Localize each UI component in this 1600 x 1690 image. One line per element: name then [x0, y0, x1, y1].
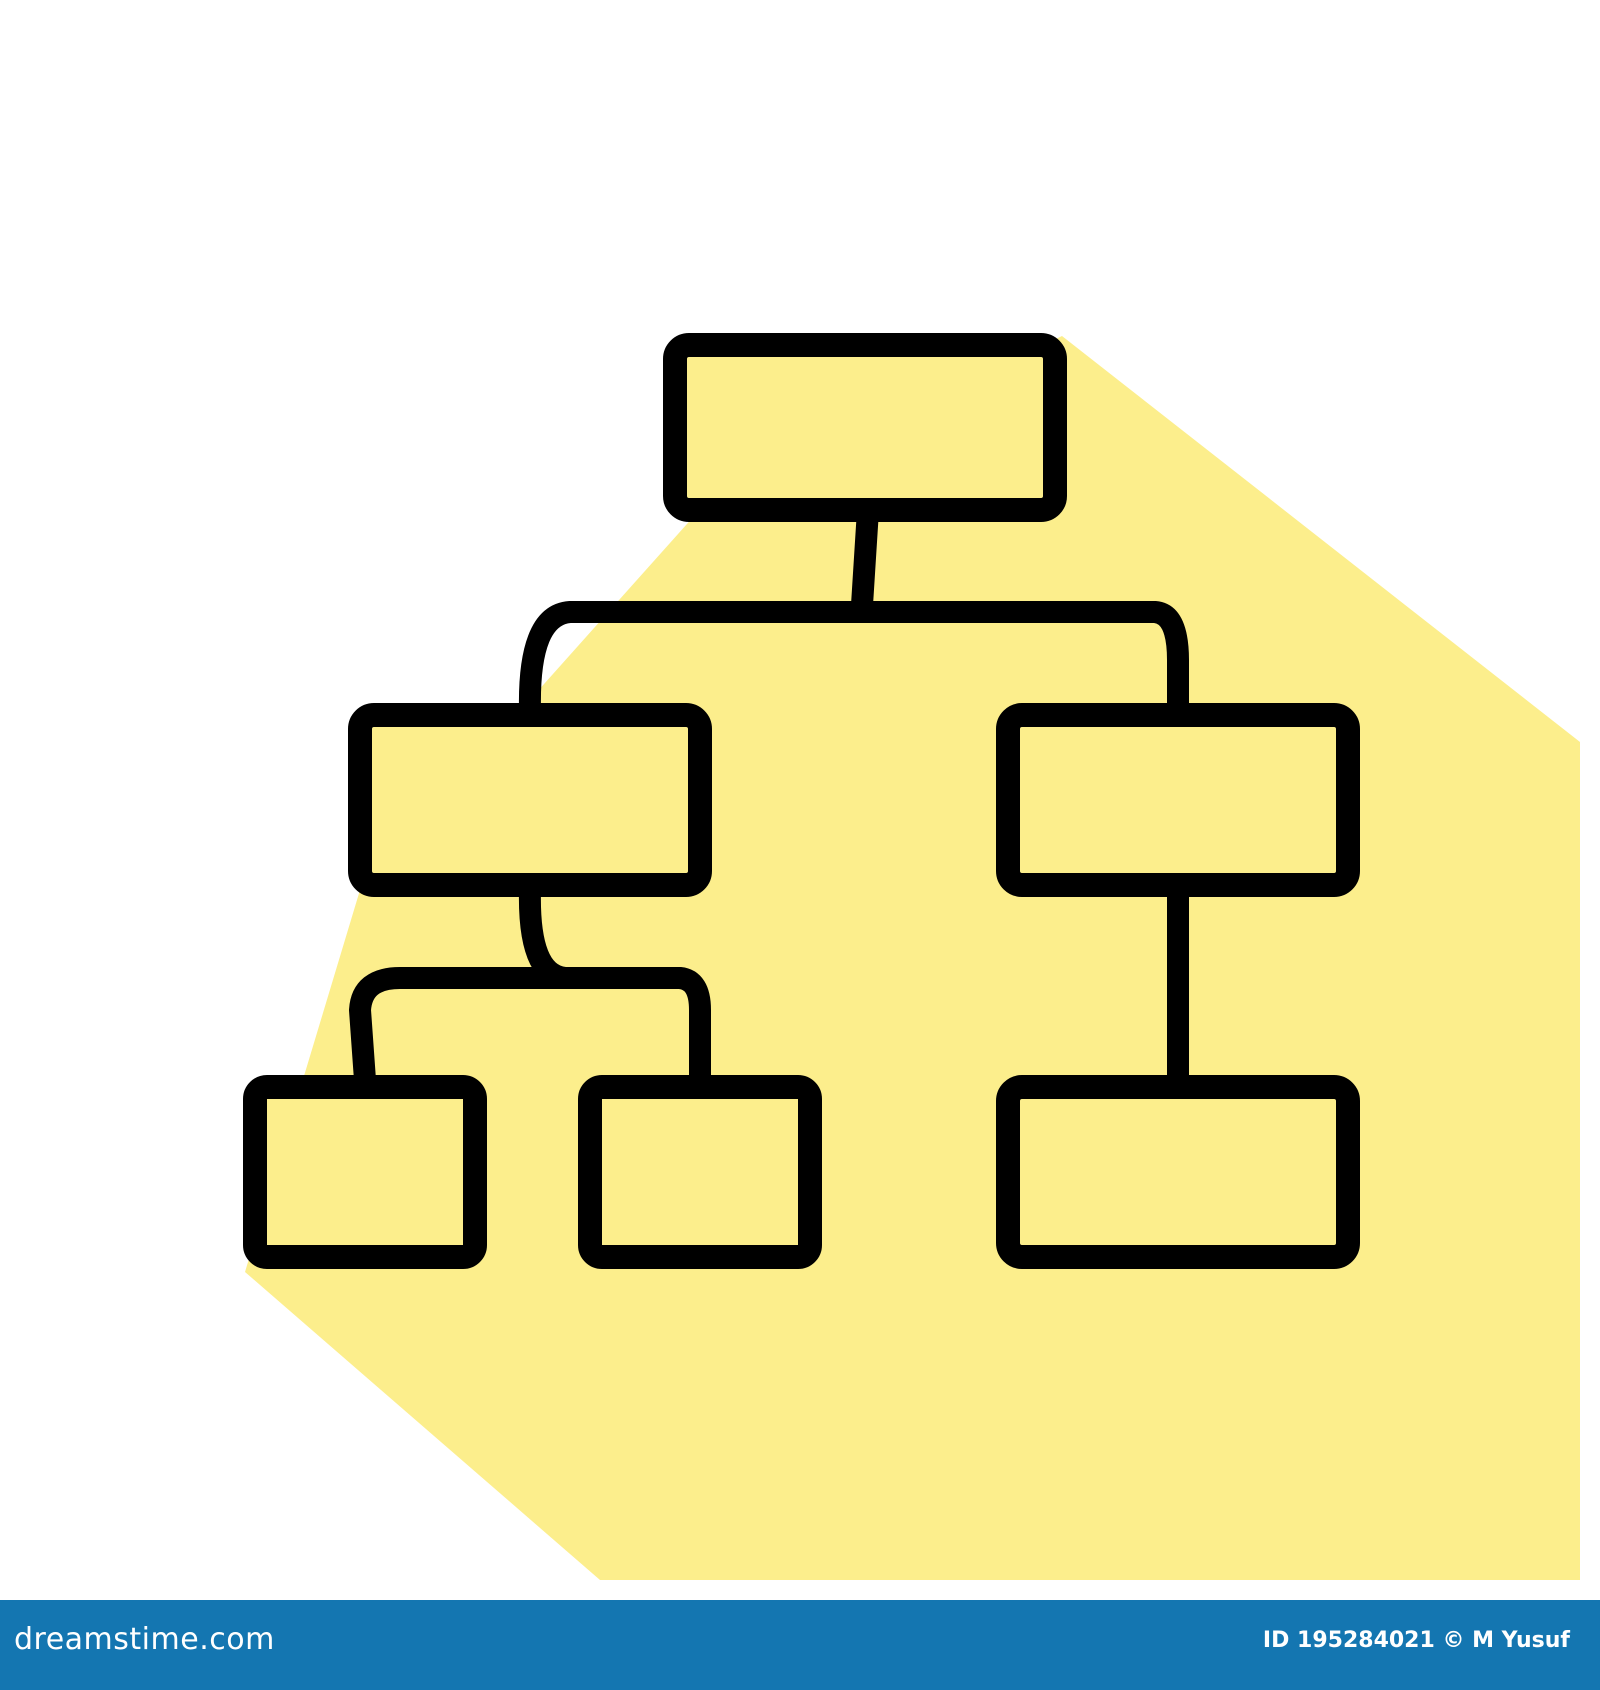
- org-boxes: [243, 333, 1360, 1269]
- long-shadow: [245, 336, 1580, 1580]
- image-credit: ID 195284021 © M Yusuf: [1262, 1628, 1570, 1653]
- org-box-root: [663, 333, 1067, 522]
- connector-root: [851, 499, 879, 616]
- org-chart-illustration: [243, 333, 1580, 1580]
- org-box-level3-right: [996, 1075, 1360, 1269]
- connector-level2-bar: [518, 601, 1189, 721]
- footer-bar: dreamstime.com ID 195284021 © M Yusuf: [0, 1600, 1600, 1690]
- org-box-level3-left: [243, 1075, 487, 1269]
- org-box-level2-right: [996, 703, 1360, 897]
- org-box-level3-middle: [578, 1075, 822, 1269]
- connector-left-child-left: [349, 967, 576, 1091]
- org-box-level2-left: [348, 703, 712, 897]
- connector-lines: [349, 499, 1189, 1096]
- dreamstime-logo: dreamstime.com: [14, 1622, 275, 1657]
